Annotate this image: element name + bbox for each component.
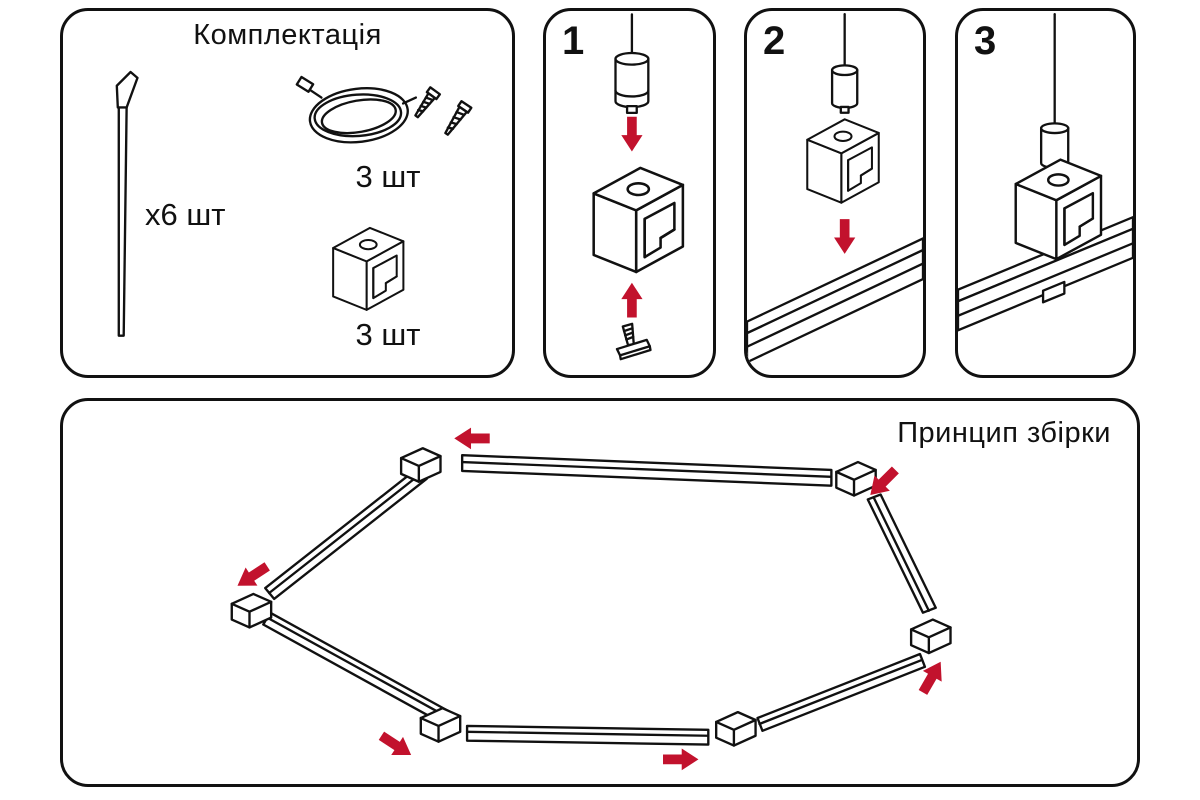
step-3-illustration (958, 12, 1133, 332)
step-number: 3 (974, 19, 997, 63)
rod-qty-label: x6 шт (145, 197, 226, 232)
hexagon-rail (756, 652, 927, 733)
assembly-title: Принцип збірки (897, 417, 1111, 449)
cable-coil-illustration (295, 75, 418, 144)
step-number: 2 (763, 19, 786, 63)
screw-illustration (615, 322, 652, 361)
cable-grip-illustration (614, 13, 650, 115)
kit-title: Комплектація (193, 19, 382, 51)
assembly-arrow-icon (454, 427, 490, 450)
hexagon-rail (264, 466, 428, 601)
assembly-arrow-icon (375, 726, 418, 765)
hexagon-rail (866, 493, 937, 614)
screws-illustration (414, 86, 473, 136)
assembly-panel: Принцип збірки (60, 398, 1140, 787)
hexagon-rail (460, 453, 833, 487)
down-arrow-icon (834, 219, 856, 254)
suspension-rod-illustration (115, 70, 139, 337)
corner-connector (399, 447, 442, 483)
step-2-illustration (747, 12, 923, 364)
step-3-panel: 3 (955, 8, 1136, 378)
kit-illustration (115, 70, 473, 337)
up-arrow-icon (621, 282, 643, 318)
cable-grip-illustration (830, 12, 859, 114)
down-arrow-icon (621, 116, 643, 152)
bracket-qty-label: 3 шт (355, 317, 421, 352)
assembly-illustration (230, 427, 952, 771)
hexagon-frame-illustration (230, 427, 952, 771)
step-1-panel: 1 (543, 8, 716, 378)
kit-panel: Комплектація x6 шт 3 шт 3 шт (60, 8, 515, 378)
mounting-bracket-illustration (592, 166, 685, 274)
corner-connector (835, 460, 877, 497)
hexagon-rail (262, 611, 452, 726)
bracket-tab-illustration (1041, 280, 1066, 304)
mounting-bracket-illustration (332, 226, 405, 311)
corner-connector (714, 710, 757, 747)
track-rail-illustration (747, 237, 923, 364)
assembly-arrow-icon (663, 748, 699, 771)
step-number: 1 (562, 19, 585, 63)
cable-grip-illustration (1039, 12, 1070, 176)
step-2-panel: 2 (744, 8, 926, 378)
hexagon-rail (465, 724, 710, 746)
step-1-illustration (592, 13, 685, 361)
mounting-bracket-illustration (806, 118, 880, 204)
cable-qty-label: 3 шт (355, 159, 421, 194)
corner-connector (909, 618, 952, 655)
